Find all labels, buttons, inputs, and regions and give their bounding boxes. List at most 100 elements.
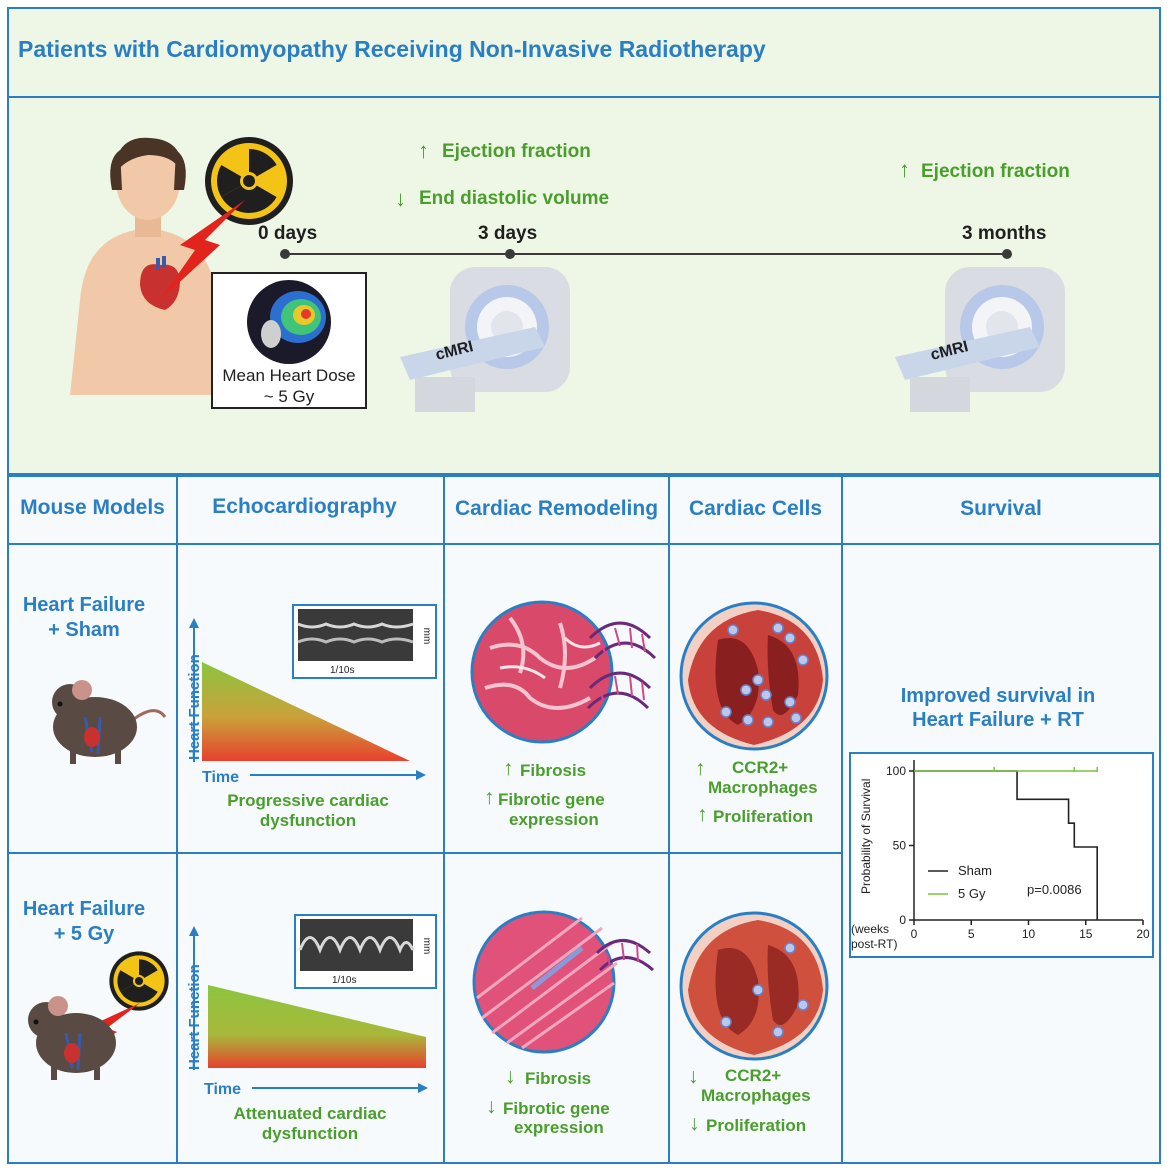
grid-vline-1 — [176, 475, 178, 1164]
row1-echo-mm: mm — [421, 628, 432, 645]
row2-model-line2: + 5 Gy — [53, 923, 115, 945]
row2-echo-caption-line1: Attenuated cardiac — [233, 1104, 387, 1123]
row2-heart-cells — [679, 911, 829, 1061]
title-divider — [7, 96, 1161, 98]
row2-radiation-icon — [109, 951, 169, 1011]
row1-echo-caption-line1: Progressive cardiac — [227, 791, 389, 810]
row1-fibrosis-histology — [470, 600, 657, 744]
km-series-sham — [914, 770, 1098, 920]
radiation-icon — [205, 137, 293, 225]
mri-scanner-3days: cMRI — [400, 267, 570, 412]
row1-prolif-up-arrow: ↑ — [697, 803, 708, 826]
row1-echo-time: 1/10s — [330, 665, 354, 676]
km-xtick-label-3: 15 — [1079, 927, 1093, 941]
row1-axis-y: Heart Function — [186, 654, 203, 760]
timeline-dot-0 — [280, 249, 290, 259]
col-header-echocardiography: Echocardiography — [212, 495, 397, 518]
dose-map-icon — [247, 280, 331, 364]
survival-chart-box — [849, 752, 1154, 958]
row2-gene-down-arrow: ↓ — [486, 1095, 497, 1118]
heart-icon — [140, 256, 180, 310]
row1-ccr2-up-arrow: ↑ — [695, 757, 706, 780]
row1-fibrosis: Fibrosis — [520, 761, 587, 780]
row2-fibrosis-down-arrow: ↓ — [505, 1065, 516, 1088]
effect-ef-3days: Ejection fraction — [442, 141, 591, 162]
km-xtick-label-2: 10 — [1022, 927, 1036, 941]
km-ylabel: Probability of Survival — [859, 779, 873, 894]
effect-edv-3days: End diastolic volume — [419, 188, 610, 209]
col-header-cardiac-remodeling: Cardiac Remodeling — [454, 497, 659, 520]
row2-ccr2-down-arrow: ↓ — [688, 1065, 699, 1088]
row1-proliferation: Proliferation — [713, 807, 814, 826]
row1-heart-cells — [679, 601, 829, 751]
km-ytick-label-0: 0 — [899, 913, 906, 927]
grid-hline-header — [7, 543, 1161, 545]
col-header-cardiac-cells: Cardiac Cells — [688, 497, 823, 520]
row2-model-line1: Heart Failure — [22, 898, 146, 920]
km-ytick-label-2: 100 — [886, 764, 906, 778]
timeline-label-0: 0 days — [258, 223, 318, 244]
row1-fibrosis-up-arrow: ↑ — [503, 757, 514, 780]
grid-vline-3 — [668, 475, 670, 1164]
grid-vline-2 — [443, 475, 445, 1164]
row2-fibrosis-histology — [472, 910, 654, 1054]
timeline-dot-2 — [1002, 249, 1012, 259]
dose-line1: Mean Heart Dose — [222, 366, 356, 385]
row2-echo-mm: mm — [421, 938, 432, 955]
effect-ef-up-arrow: ↑ — [418, 138, 429, 163]
km-legend-sham: Sham — [958, 863, 992, 878]
row2-gene-line1: Fibrotic gene — [503, 1099, 610, 1118]
km-ytick-label-1: 50 — [893, 839, 907, 853]
row1-dna-icon — [586, 621, 657, 710]
row2-ccr2-line1: CCR2+ — [725, 1066, 782, 1085]
survival-heading-line2: Heart Failure + RT — [912, 709, 1084, 731]
row1-model-line1: Heart Failure — [22, 594, 146, 616]
row2-gene-line2: expression — [514, 1118, 604, 1137]
timeline-dot-1 — [505, 249, 515, 259]
row2-ccr2-line2: Macrophages — [701, 1086, 811, 1105]
row1-echo-caption-line2: dysfunction — [259, 811, 357, 830]
row2-fibrosis: Fibrosis — [525, 1069, 592, 1088]
km-xtick-label-1: 5 — [968, 927, 975, 941]
survival-chart: Probability of Survival (weeks post-RT) … — [851, 760, 1150, 951]
row2-echo-image: mm 1/10s — [294, 914, 437, 989]
row1-ccr2-line1: CCR2+ — [732, 758, 789, 777]
row1-ccr2-line2: Macrophages — [708, 778, 818, 797]
row2-echo-chart: Heart Function Time mm 1/10s — [186, 914, 437, 1098]
row1-axis-x: Time — [202, 769, 239, 786]
timeline-line — [285, 253, 1007, 255]
row2-echo-caption-line2: dysfunction — [261, 1124, 359, 1143]
row1-echo-image: mm 1/10s — [292, 604, 437, 679]
row1-mouse-icon — [52, 680, 167, 764]
row2-dna-icon — [595, 939, 654, 972]
timeline-label-1: 3 days — [478, 223, 538, 244]
row2-proliferation: Proliferation — [706, 1116, 807, 1135]
effect-ef-3months: Ejection fraction — [921, 161, 1070, 182]
row1-gene-up-arrow: ↑ — [484, 786, 495, 809]
row2-prolif-down-arrow: ↓ — [689, 1112, 700, 1135]
km-pvalue: p=0.0086 — [1027, 882, 1082, 897]
grid-hline-row — [7, 852, 843, 854]
timeline-label-2: 3 months — [962, 223, 1047, 244]
row2-axis-y: Heart Function — [186, 964, 203, 1070]
km-xlabel-line1: (weeks — [851, 922, 889, 936]
row1-gene-line1: Fibrotic gene — [498, 790, 605, 809]
dose-box: Mean Heart Dose ~ 5 Gy — [211, 272, 367, 409]
km-xlabel-line2: post-RT) — [851, 937, 897, 951]
effect-edv-down-arrow: ↓ — [395, 186, 406, 211]
grid-vline-4 — [841, 475, 843, 1164]
row2-mouse-icon — [28, 996, 116, 1080]
row1-echo-chart: Heart Function Time mm 1/10s — [186, 604, 437, 786]
mri-scanner-3months: cMRI — [895, 267, 1065, 412]
km-xtick-label-4: 20 — [1136, 927, 1150, 941]
effect-ef-up-arrow-3m: ↑ — [899, 157, 910, 182]
dose-line2: ~ 5 Gy — [263, 387, 315, 406]
km-legend-5gy: 5 Gy — [958, 886, 986, 901]
row2-axis-x: Time — [204, 1081, 241, 1098]
lightning-icon — [160, 200, 245, 300]
row1-model-line2: + Sham — [48, 619, 120, 641]
row1-gene-line2: expression — [509, 810, 599, 829]
km-xtick-label-0: 0 — [911, 927, 918, 941]
survival-heading-line1: Improved survival in — [900, 685, 1096, 707]
col-header-survival: Survival — [960, 497, 1042, 520]
